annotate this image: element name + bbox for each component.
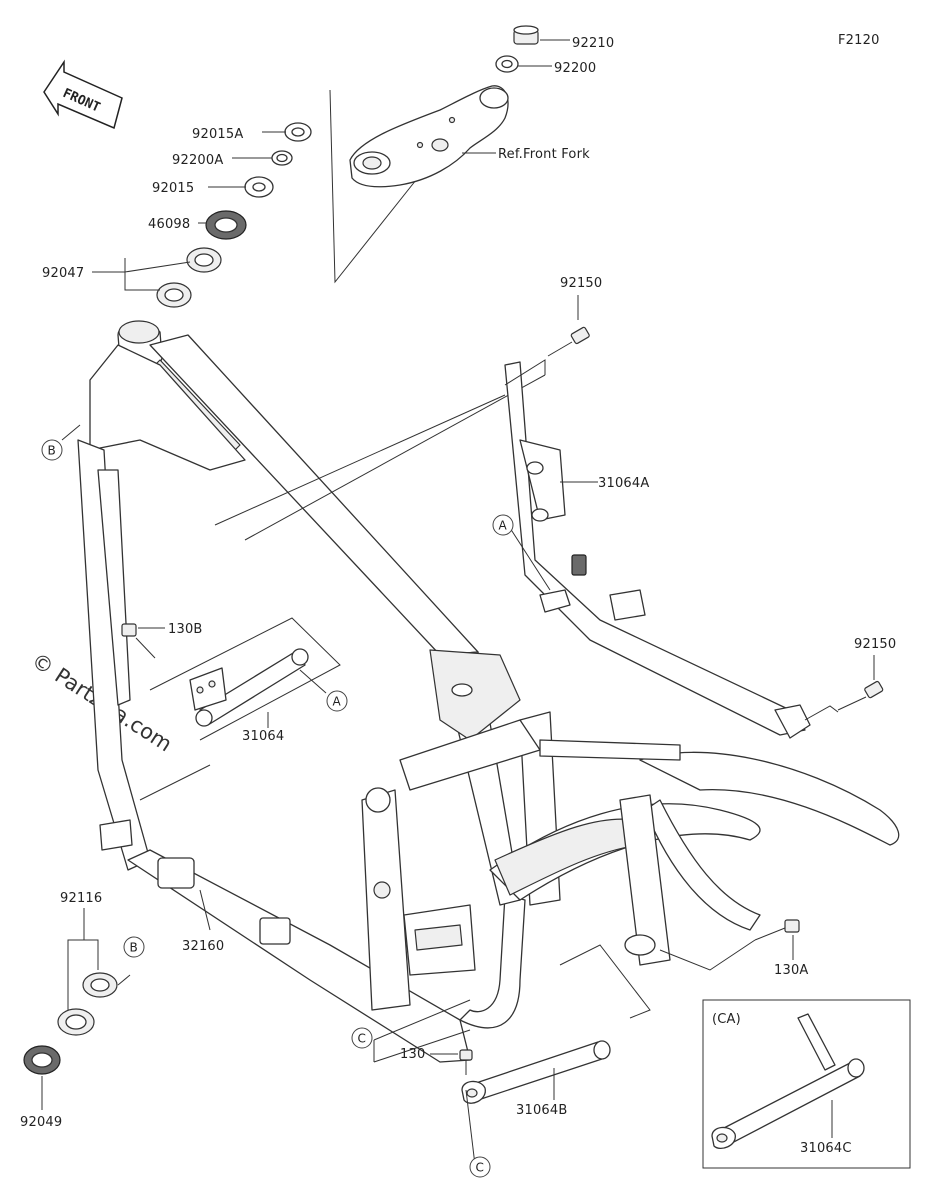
callout-c-frame: C — [351, 1027, 373, 1049]
label-92047: 92047 — [42, 266, 84, 281]
main-frame — [77, 320, 900, 1063]
label-130B: 130B — [168, 622, 203, 637]
label-92200: 92200 — [554, 61, 596, 76]
ca-inset-box — [702, 999, 911, 1169]
seal-92049 — [23, 1045, 61, 1075]
bolt-92150-top — [547, 326, 590, 357]
label-130: 130 — [400, 1047, 425, 1062]
stem-nut-92015 — [244, 176, 274, 198]
svg-text:C: C — [476, 1161, 485, 1175]
callout-b-frame: B — [41, 439, 63, 461]
bolt-130A — [754, 919, 800, 941]
svg-text:C: C — [358, 1032, 367, 1046]
svg-text:A: A — [333, 695, 342, 709]
bearing-92047-upper — [186, 247, 222, 273]
cross-tube-31064C — [711, 1013, 865, 1149]
label-130A: 130A — [774, 963, 809, 978]
callout-b-bearing: B — [123, 936, 145, 958]
callout-a-downtube: A — [492, 514, 514, 536]
label-92200A: 92200A — [172, 153, 223, 168]
label-92015A: 92015A — [192, 127, 243, 142]
callout-c-tube: C — [469, 1156, 491, 1178]
svg-text:B: B — [130, 941, 138, 955]
callout-a-left: A — [326, 690, 348, 712]
label-32160: 32160 — [182, 939, 224, 954]
label-92150-top: 92150 — [560, 276, 602, 291]
bearing-race-92116-upper — [82, 972, 118, 998]
stem-nut-92015A — [284, 122, 312, 142]
upper-triple-clamp — [349, 85, 509, 188]
label-31064A: 31064A — [598, 476, 649, 491]
svg-text:A: A — [499, 519, 508, 533]
label-31064: 31064 — [242, 729, 284, 744]
bolt-130 — [459, 1049, 476, 1166]
label-31064B: 31064B — [516, 1103, 567, 1118]
fork-ref-lines — [329, 89, 421, 284]
label-92015: 92015 — [152, 181, 194, 196]
label-46098: 46098 — [148, 217, 190, 232]
label-92210: 92210 — [572, 36, 614, 51]
bearing-92116-lower — [57, 1008, 95, 1036]
bolt-130B — [121, 623, 156, 659]
lock-washer-92200A — [271, 150, 293, 166]
figure-code: F2120 — [838, 33, 880, 48]
down-tube-31064 — [189, 648, 309, 727]
bearing-92047-lower — [156, 282, 192, 308]
down-tube-31064A — [504, 361, 811, 739]
dust-seal-46098 — [205, 210, 247, 240]
svg-text:B: B — [48, 444, 56, 458]
label-92049: 92049 — [20, 1115, 62, 1130]
nut-92210 — [513, 25, 539, 45]
label-31064C: 31064C — [800, 1141, 852, 1156]
bolt-92150-right — [837, 680, 884, 711]
cross-tube-31064B — [461, 1040, 611, 1104]
ca-inset-label: (CA) — [712, 1012, 741, 1027]
label-ref-front-fork: Ref.Front Fork — [498, 147, 590, 162]
label-92150-right: 92150 — [854, 637, 896, 652]
label-92116: 92116 — [60, 891, 102, 906]
front-arrow-icon: FRONT — [43, 59, 123, 130]
